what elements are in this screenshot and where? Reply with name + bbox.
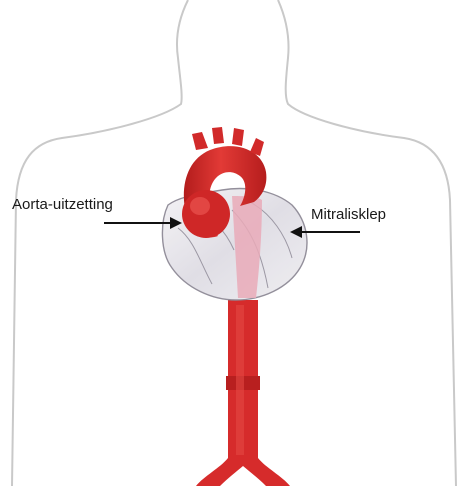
aortic-dilation-shine [190, 197, 210, 215]
arch-branch-1 [192, 132, 208, 150]
aorta-dilation-label: Aorta-uitzetting [12, 197, 113, 212]
aortic-dilation [182, 190, 230, 238]
aorta-highlight [236, 305, 244, 455]
mitral-valve-label: Mitralisklep [311, 207, 386, 222]
arch-branch-3 [232, 128, 244, 146]
arch-branch-2 [212, 127, 224, 144]
